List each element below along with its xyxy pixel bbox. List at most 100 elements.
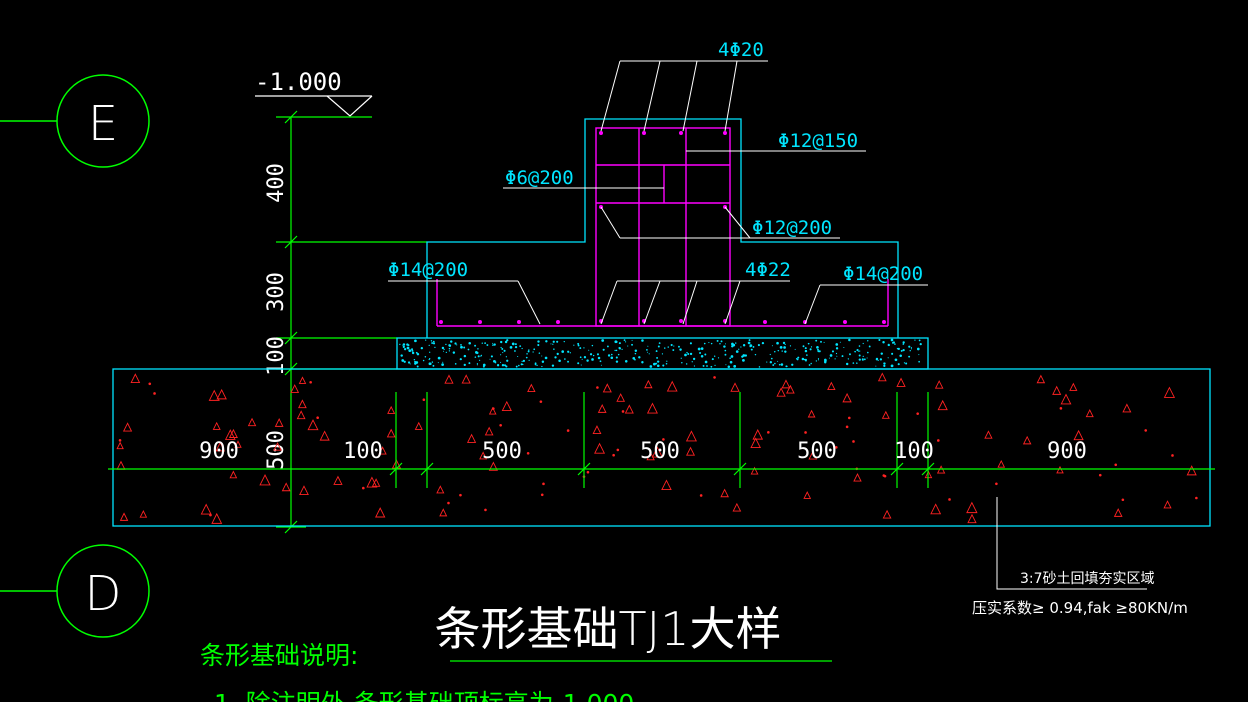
axis-d: D xyxy=(0,544,150,638)
hatch-triangle xyxy=(234,440,242,448)
cushion-dot xyxy=(610,356,614,360)
cushion-dot xyxy=(505,356,507,358)
cushion-dot xyxy=(606,345,609,348)
cushion-dot xyxy=(890,364,894,368)
cushion-dot xyxy=(880,352,883,355)
notes-line-1: 1. 除注明外,条形基础顶标高为-1.000 xyxy=(214,689,634,702)
cushion-dot xyxy=(879,358,883,361)
cushion-dot xyxy=(432,340,435,343)
hatch-triangle xyxy=(527,383,536,393)
cushion-dot xyxy=(700,354,704,358)
cushion-dot xyxy=(431,342,434,344)
hatch-triangle xyxy=(290,384,300,393)
cushion-dot xyxy=(919,343,922,346)
cushion-dot xyxy=(890,338,894,342)
cushion-dot xyxy=(710,365,713,368)
hatch-triangle xyxy=(752,429,764,440)
cushion-dot xyxy=(778,363,781,366)
hatch-triangle xyxy=(602,383,612,393)
cushion-dot xyxy=(634,352,637,355)
cushion-dot xyxy=(692,357,696,361)
cushion-dot xyxy=(681,362,683,364)
cushion-dot xyxy=(749,345,751,348)
cushion-dot xyxy=(596,353,599,356)
cushion-dot xyxy=(679,348,682,351)
dim-h-500-a: 500 xyxy=(482,439,522,464)
axis-e: E xyxy=(0,74,150,168)
hatch-triangle xyxy=(1073,429,1084,441)
cushion-dot xyxy=(403,348,407,351)
cushion-dot xyxy=(413,358,416,361)
hatch-triangle xyxy=(646,451,655,461)
cushion-dot xyxy=(774,351,776,353)
hatch-triangle xyxy=(211,512,223,524)
cushion-dot xyxy=(647,345,649,347)
cushion-dot xyxy=(648,353,650,355)
rebar-cage xyxy=(436,127,889,327)
hatch-dot xyxy=(616,448,620,452)
hatch-dot xyxy=(1171,454,1174,457)
cushion-dot xyxy=(859,350,861,352)
cushion-dot xyxy=(506,359,509,362)
cushion-dot xyxy=(866,351,869,354)
cushion-dot xyxy=(623,339,626,342)
cushion-dot xyxy=(500,361,502,363)
cushion-dot xyxy=(815,360,817,362)
cushion-dot xyxy=(710,342,713,345)
cushion-dot xyxy=(492,344,494,346)
hatch-dot xyxy=(699,494,703,497)
cushion-dot xyxy=(861,358,864,361)
cushion-dot xyxy=(624,360,628,363)
hatch-triangle xyxy=(281,482,291,492)
hatch-dot xyxy=(882,474,886,477)
cushion-dot xyxy=(476,363,479,365)
hatch-triangle xyxy=(807,409,816,418)
label-tie: Φ6@200 xyxy=(505,167,574,189)
cushion-dot xyxy=(556,340,559,343)
cushion-dot xyxy=(897,347,900,351)
cushion-dot xyxy=(614,340,618,344)
cushion-dot xyxy=(504,340,508,344)
cushion-dot xyxy=(774,362,776,365)
cushion-dot xyxy=(770,357,773,360)
cushion-dot xyxy=(748,339,751,342)
cushion-dot xyxy=(796,358,799,361)
hatch-triangle xyxy=(488,406,497,415)
cushion-dot xyxy=(686,351,688,354)
hatch-triangle xyxy=(1056,465,1064,474)
hatch-triangle xyxy=(1085,409,1094,418)
cushion-dot xyxy=(685,363,688,365)
cushion-dot xyxy=(908,345,911,348)
cushion-dot xyxy=(862,355,864,358)
cushion-dot xyxy=(506,339,509,342)
hatch-triangle xyxy=(387,405,396,414)
hatch-triangle xyxy=(444,374,454,384)
cushion-dot xyxy=(408,349,412,353)
cushion-dot xyxy=(684,353,687,357)
cushion-dot xyxy=(448,350,451,352)
cushion-dot xyxy=(411,349,414,352)
axis-e-label: E xyxy=(88,96,118,152)
hatch-dot xyxy=(542,482,545,486)
cushion-dot xyxy=(468,362,471,365)
cushion-dot xyxy=(752,346,755,348)
hatch-dot xyxy=(1114,463,1118,467)
cushion-dot xyxy=(903,362,906,364)
cushion-dot xyxy=(896,347,899,350)
cushion-dot xyxy=(407,344,410,347)
cushion-dot xyxy=(545,340,548,343)
cushion-dot xyxy=(573,344,575,346)
cushion-dot xyxy=(655,362,658,365)
cushion-dot xyxy=(551,364,555,367)
hatch-triangle xyxy=(984,430,993,439)
hatch-triangle xyxy=(378,446,387,455)
dim-v-300: 300 xyxy=(264,272,289,312)
hatch-triangle xyxy=(781,379,791,389)
cushion-dot xyxy=(567,350,570,353)
cushion-dot xyxy=(866,357,868,359)
cushion-dot xyxy=(697,347,701,351)
hatch-dot xyxy=(209,513,212,517)
backfill-note-line1: 3:7砂土回填夯实区域 xyxy=(1020,571,1155,587)
cushion-dot xyxy=(589,353,593,356)
hatch-dot xyxy=(540,493,544,497)
